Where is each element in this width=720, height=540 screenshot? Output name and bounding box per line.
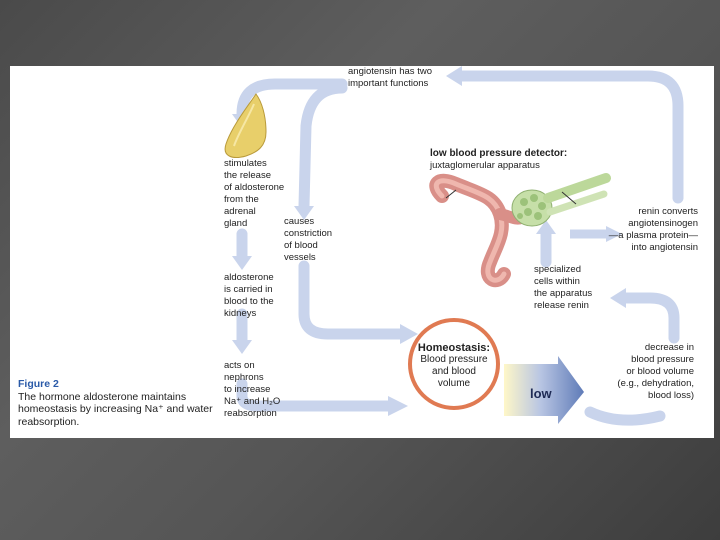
specialized-cells-label: specialized cells within the apparatus r… [534, 264, 593, 311]
arrowhead-nephrons [232, 340, 252, 354]
detector-subtitle: juxtaglomerular apparatus [430, 160, 540, 171]
figure-caption-text: The hormone aldosterone maintains homeos… [18, 390, 213, 428]
acts-on-nephrons-label: acts on nephrons to increase Na⁺ and H₂O… [224, 360, 281, 419]
renin-to-angiotensin-path [454, 70, 684, 204]
tubule-loop [429, 173, 511, 288]
slide-panel: angiotensin has two important functions … [10, 66, 714, 438]
low-arrow [504, 356, 584, 424]
aldosterone-carried-label: aldosterone is carried in blood to the k… [224, 272, 274, 319]
homeostasis-circle [408, 318, 500, 410]
angiotensin-to-constriction-path [298, 82, 348, 212]
decrease-to-cells-path [618, 292, 680, 344]
aldosterone-diagram [224, 66, 684, 426]
homeostasis-body: Blood pressure and blood volume [420, 354, 488, 389]
detector-title: low blood pressure detector: [430, 148, 568, 159]
arrowhead-homeostasis-top [400, 324, 418, 344]
homeostasis-text: Homeostasis: Blood pressure and blood vo… [408, 342, 500, 390]
stimulates-release-label: stimulates the release of aldosterone fr… [224, 158, 285, 229]
arrowhead-aldosterone-carried [232, 256, 252, 270]
bottom-return-path [584, 406, 666, 426]
afferent-vessel [543, 173, 611, 203]
adrenal-gland-highlight [233, 103, 255, 147]
angiotensin-functions-label: angiotensin has two important functions [348, 66, 432, 89]
decrease-label: decrease in blood pressure or blood volu… [617, 342, 694, 401]
arrowhead-renin [606, 226, 622, 242]
arrowhead-constriction-down [294, 206, 314, 220]
nephrons-to-homeostasis-path [236, 378, 396, 412]
constriction-to-homeostasis-path [298, 260, 408, 340]
arrowhead-angiotensin [446, 66, 462, 86]
low-label: low [530, 386, 552, 401]
cycle-arrows [236, 70, 684, 426]
figure-title: Figure 2 [18, 378, 59, 390]
arrowhead-cells [610, 288, 626, 308]
figure-caption: Figure 2 The hormone aldosterone maintai… [18, 378, 218, 428]
renin-converts-label: renin converts angiotensinogen —a plasma… [608, 206, 698, 253]
homeostasis-title: Homeostasis: [417, 342, 491, 354]
juxtaglomerular-apparatus [429, 173, 611, 288]
efferent-vessel [546, 190, 608, 216]
causes-constriction-label: causes constriction of blood vessels [284, 216, 333, 263]
arrowhead-homeostasis-bottom [388, 396, 408, 416]
arrowhead-detector [536, 220, 556, 234]
